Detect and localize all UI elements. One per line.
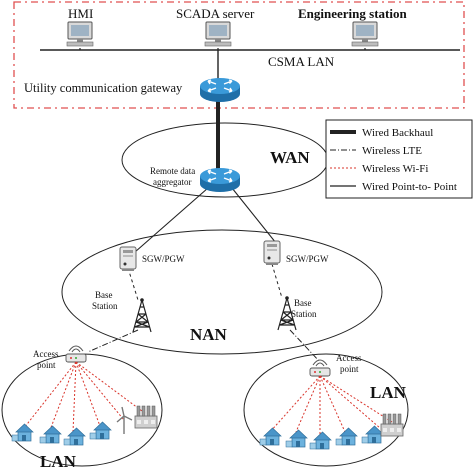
scada-server-label: SCADA server [176, 6, 255, 21]
house-icon [285, 429, 308, 448]
wan-label: WAN [270, 148, 310, 167]
base-station-right-label-line2: Station [291, 309, 317, 319]
legend-wireless-wifi-label: Wireless Wi-Fi [362, 163, 428, 175]
wifi-links-right [269, 375, 393, 434]
base-station-right-label-line1: Base [294, 298, 312, 308]
lan-right-label: LAN [370, 383, 407, 402]
gateway-router-icon [199, 77, 241, 103]
p2p-link-left [134, 187, 209, 253]
access-point-right-label-line1: Access [336, 353, 362, 363]
base-station-left-label-line2: Station [92, 301, 118, 311]
gateway-label: Utility communication gateway [24, 81, 183, 95]
aggregator-label-line2: aggregator [153, 177, 191, 187]
access-point-right-icon [309, 359, 331, 377]
aggregator-label-line1: Remote data [150, 166, 195, 176]
utility-zone-boundary [13, 1, 465, 109]
gw-bs-link-left [127, 267, 139, 301]
wifi-links-left [23, 361, 147, 433]
gw-bs-link-right [271, 263, 283, 299]
nan-boundary [61, 229, 383, 355]
csma-lan-label: CSMA LAN [268, 54, 335, 69]
wind-turbine-icon [116, 406, 133, 435]
factory-icon [380, 413, 404, 437]
nan-label: NAN [190, 325, 228, 344]
legend: Wired Backhaul Wireless LTE Wireless Wi-… [325, 119, 473, 199]
house-icon [39, 425, 62, 444]
legend-wired-p2p-label: Wired Point-to- Point [362, 181, 457, 193]
legend-box [325, 119, 473, 199]
hmi-computer-icon [66, 21, 94, 47]
legend-wireless-lte-label: Wireless LTE [362, 145, 422, 157]
house-icon [309, 431, 332, 450]
house-icon [335, 427, 358, 446]
access-point-left-label-line2: point [37, 360, 56, 370]
lan-left-label: LAN [40, 452, 77, 471]
legend-wired-backhaul-label: Wired Backhaul [362, 127, 433, 139]
house-icon [63, 427, 86, 446]
base-station-left-tower-icon [132, 297, 152, 333]
access-point-left-label-line1: Access [33, 349, 59, 359]
lte-link-left [87, 329, 139, 353]
house-icon [259, 427, 282, 446]
sgw-pgw-left-label: SGW/PGW [142, 254, 185, 264]
sgw-pgw-right-server-icon [263, 240, 281, 266]
house-icon [89, 421, 112, 440]
house-icon [11, 423, 34, 442]
access-point-right-label-line2: point [340, 364, 359, 374]
sgw-pgw-right-label: SGW/PGW [286, 254, 329, 264]
lte-link-right [289, 329, 321, 363]
engineering-station-label: Engineering station [298, 6, 407, 21]
p2p-link-right [231, 187, 281, 249]
lan-right-boundary [243, 353, 409, 467]
access-point-left-icon [65, 345, 87, 363]
sgw-pgw-left-server-icon [119, 246, 137, 272]
factory-icon [134, 405, 158, 429]
scada-server-computer-icon [204, 21, 232, 47]
house-icon [361, 425, 384, 444]
aggregator-router-icon [199, 167, 241, 193]
engineering-station-computer-icon [351, 21, 379, 47]
base-station-left-label-line1: Base [95, 290, 113, 300]
hmi-label: HMI [68, 6, 93, 21]
